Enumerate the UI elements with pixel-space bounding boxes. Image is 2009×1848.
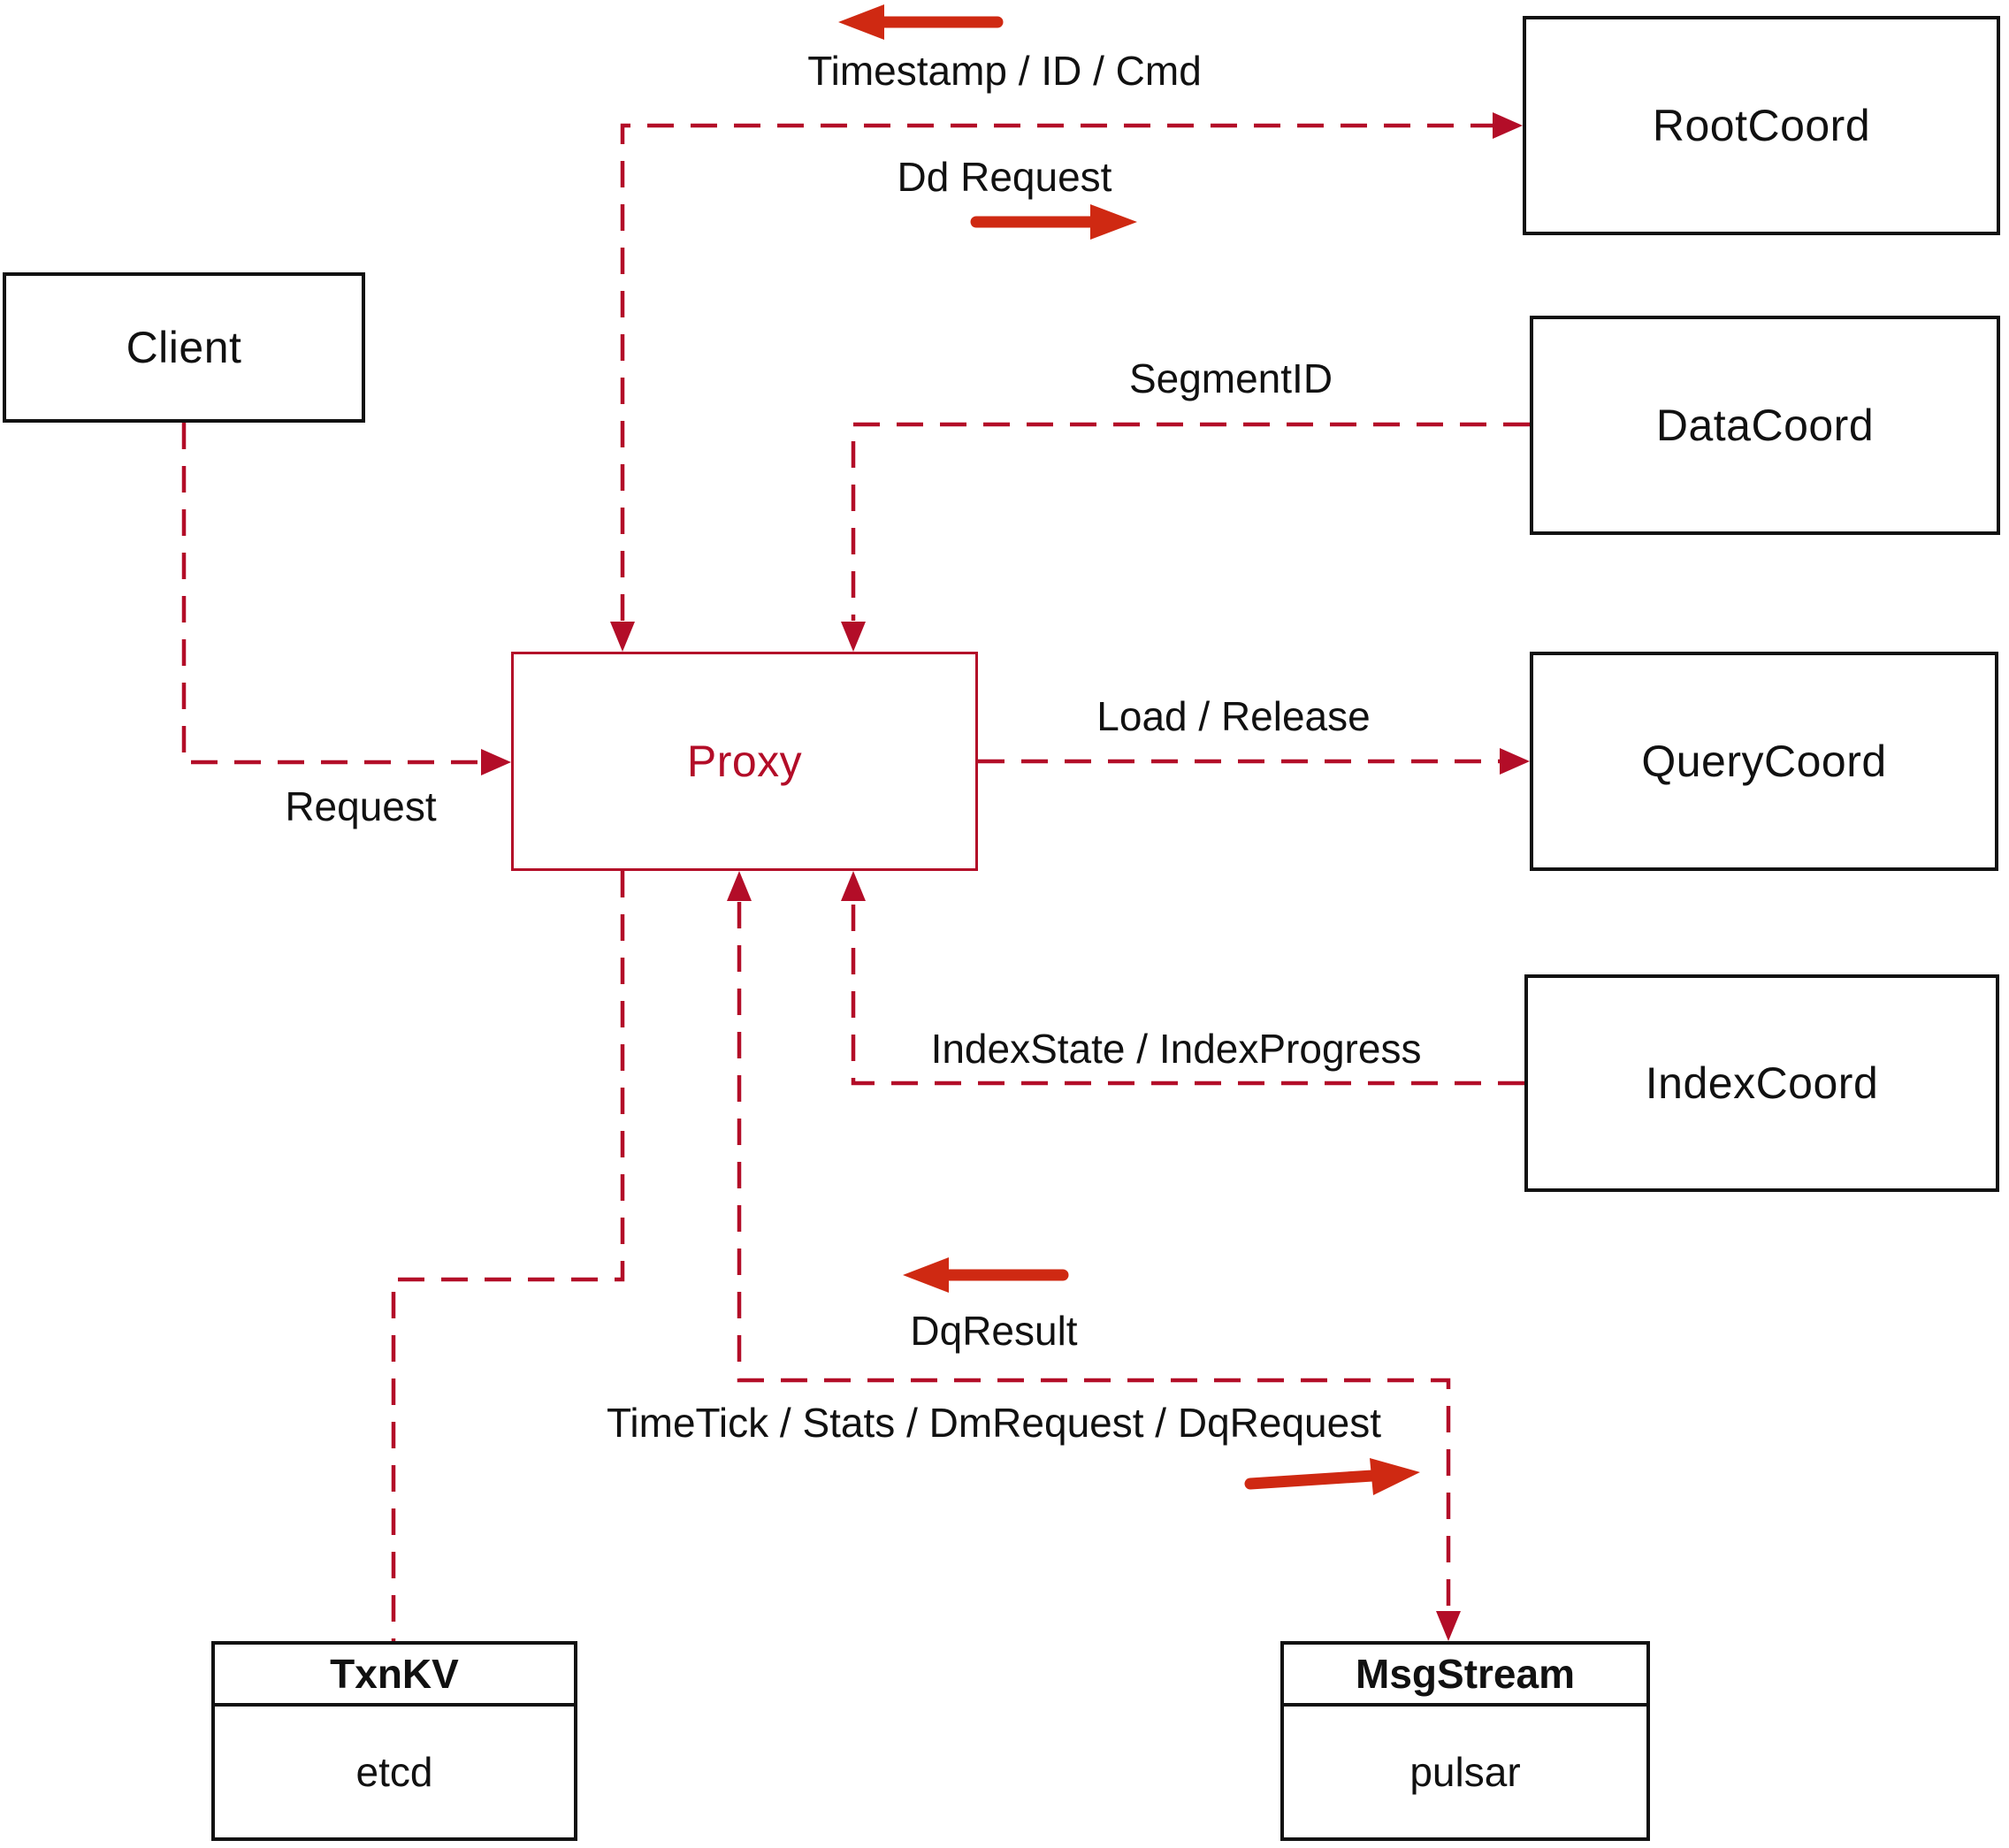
node-querycoord-label: QueryCoord	[1641, 737, 1887, 786]
edge-datacoord-proxy	[851, 422, 1530, 621]
node-txnkv-impl: etcd	[355, 1749, 433, 1795]
edge-label-dd-request: Dd Request	[897, 154, 1112, 200]
arrowhead-into-querycoord	[1500, 748, 1530, 775]
edge-proxy-msgstream	[737, 902, 1451, 1611]
edge-proxy-rootcoord	[620, 123, 1493, 621]
flow-arrow-right-timetick-icon	[1244, 1458, 1420, 1495]
edge-label-load-release: Load / Release	[1096, 693, 1371, 739]
flow-arrow-right-ddrequest-icon	[970, 204, 1137, 240]
node-client-label: Client	[126, 323, 242, 372]
node-rootcoord-label: RootCoord	[1652, 101, 1871, 150]
node-indexcoord: IndexCoord	[1524, 974, 1999, 1192]
node-msgstream-impl: pulsar	[1409, 1749, 1521, 1795]
arrowhead-into-msgstream	[1436, 1611, 1461, 1641]
arrowhead-into-proxy-top-left	[610, 622, 635, 652]
edge-client-proxy	[181, 423, 481, 765]
node-proxy: Proxy	[511, 652, 978, 871]
arrowhead-into-proxy-bottom-left	[727, 871, 752, 901]
node-rootcoord: RootCoord	[1523, 16, 2000, 235]
node-datacoord: DataCoord	[1530, 316, 2000, 535]
flow-arrow-left-timestamp-icon	[838, 4, 1004, 40]
flow-arrow-left-dqresult-icon	[903, 1257, 1069, 1293]
edge-proxy-txnkv	[391, 871, 625, 1641]
node-txnkv-title: TxnKV	[215, 1645, 574, 1707]
node-proxy-label: Proxy	[686, 737, 803, 786]
edge-label-dqresult: DqResult	[910, 1308, 1078, 1354]
arrowhead-into-rootcoord	[1493, 112, 1523, 139]
node-txnkv: TxnKV etcd	[211, 1641, 577, 1841]
node-msgstream: MsgStream pulsar	[1280, 1641, 1650, 1841]
edge-label-request: Request	[285, 783, 437, 829]
arrowhead-into-proxy-left	[481, 749, 511, 775]
arrowhead-into-proxy-top-right	[841, 622, 866, 652]
node-msgstream-title: MsgStream	[1284, 1645, 1646, 1707]
arrowhead-into-proxy-bottom-right	[841, 871, 866, 901]
node-client: Client	[3, 272, 365, 423]
edge-indexcoord-proxy	[851, 902, 1524, 1086]
edge-label-timestamp-id-cmd: Timestamp / ID / Cmd	[807, 48, 1202, 94]
edge-label-indexstate-indexprogress: IndexState / IndexProgress	[930, 1026, 1422, 1072]
edge-label-timetick-stats: TimeTick / Stats / DmRequest / DqRequest	[607, 1400, 1381, 1446]
node-querycoord: QueryCoord	[1530, 652, 1998, 871]
node-datacoord-label: DataCoord	[1655, 401, 1875, 450]
edge-label-segmentid: SegmentID	[1128, 355, 1333, 401]
node-indexcoord-label: IndexCoord	[1645, 1058, 1879, 1108]
